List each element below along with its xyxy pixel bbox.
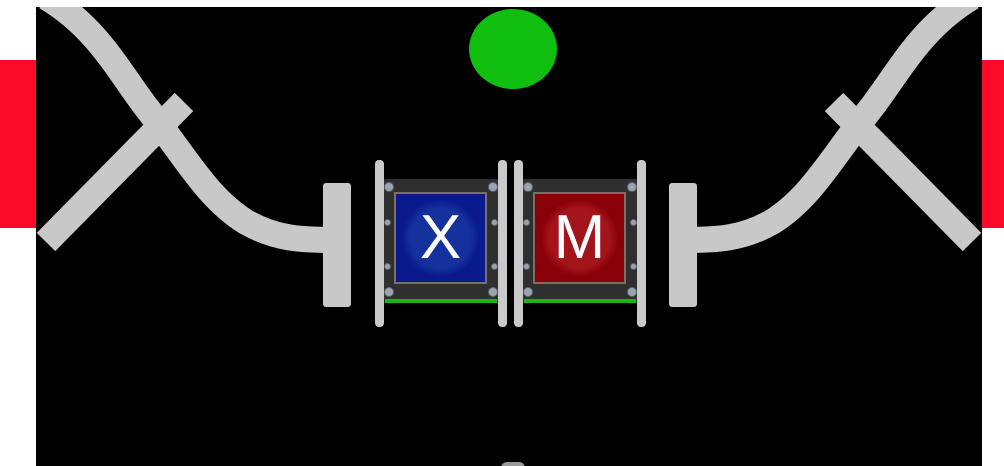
tile-x-glow	[402, 200, 479, 276]
left-accent-bar	[0, 60, 36, 228]
bottom-handle[interactable]	[501, 462, 525, 466]
screw-icon	[627, 287, 637, 297]
screw-icon	[384, 182, 394, 192]
tile-x[interactable]: X	[375, 160, 507, 327]
right-track-bumper	[669, 183, 697, 307]
tile-m-label: M	[553, 203, 606, 272]
tile-m-face: M	[533, 192, 626, 284]
status-light-indicator[interactable]	[469, 9, 557, 89]
screw-icon	[523, 263, 530, 270]
tile-x-face: X	[394, 192, 487, 284]
game-board: X M	[36, 7, 982, 466]
screw-icon	[523, 219, 530, 226]
screw-icon	[384, 263, 391, 270]
screw-icon	[523, 182, 533, 192]
left-track-curve	[39, 7, 337, 253]
screw-icon	[488, 182, 498, 192]
screw-icon	[523, 287, 533, 297]
track-layer	[36, 7, 982, 307]
tile-rail	[514, 160, 523, 327]
tile-rail	[637, 160, 646, 327]
left-track-bumper	[323, 183, 351, 307]
tile-m-base-line	[524, 299, 636, 303]
screw-icon	[491, 219, 498, 226]
right-track-cross	[824, 92, 982, 252]
screw-icon	[491, 263, 498, 270]
screw-icon	[384, 219, 391, 226]
tile-rail	[498, 160, 507, 327]
tile-m[interactable]: M	[514, 160, 646, 327]
screw-icon	[384, 287, 394, 297]
tile-x-base-line	[385, 299, 497, 303]
right-accent-bar	[982, 60, 1004, 228]
tile-m-glow	[541, 200, 618, 276]
screw-icon	[627, 182, 637, 192]
right-track-curve	[681, 7, 979, 253]
screw-icon	[630, 263, 637, 270]
screw-icon	[488, 287, 498, 297]
tile-x-label: X	[419, 203, 462, 272]
left-track-cross	[36, 92, 194, 252]
screw-icon	[630, 219, 637, 226]
tile-rail	[375, 160, 384, 327]
